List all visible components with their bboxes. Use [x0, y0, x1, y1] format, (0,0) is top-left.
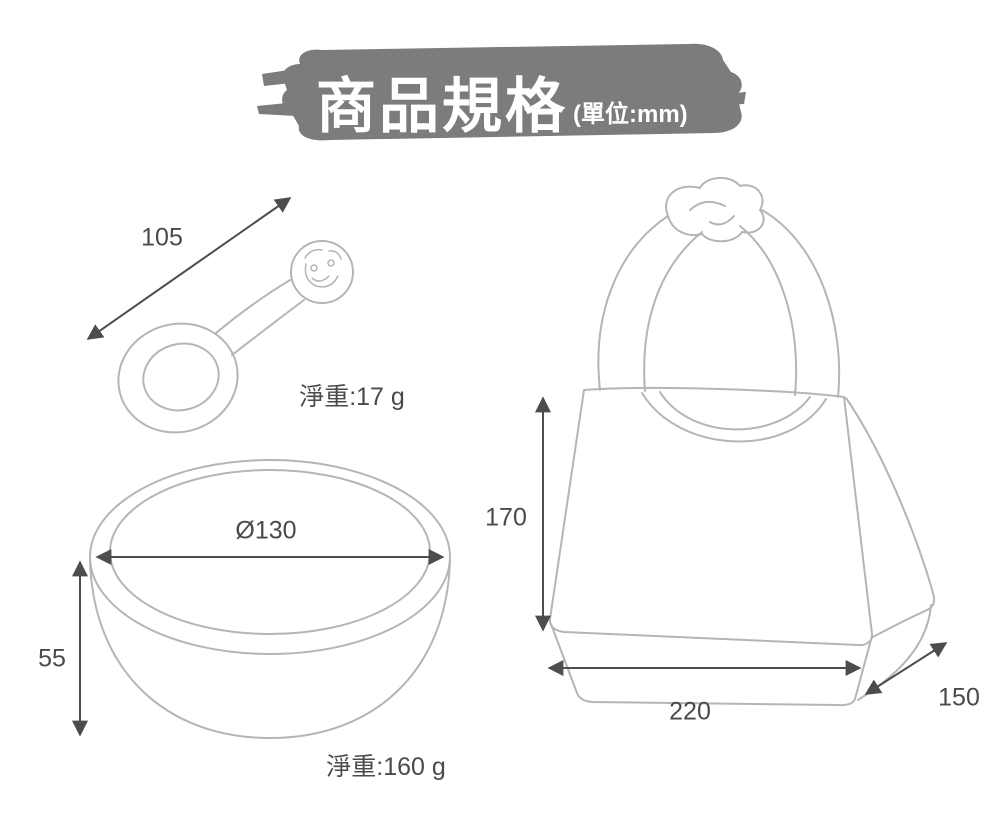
bag-depth-label: 150	[938, 683, 980, 712]
brush-banner	[257, 43, 746, 141]
spoon-length-label: 105	[141, 223, 183, 252]
spoon-length-arrow	[86, 197, 292, 340]
bowl-rim-inner	[109, 469, 431, 635]
bag-height-label: 170	[485, 503, 527, 532]
rice-bowl-illustration	[89, 459, 451, 739]
bag-knot-detail-1	[689, 200, 726, 211]
bag-left-handle-outer	[597, 215, 669, 391]
bag-depth-arrow	[864, 642, 948, 695]
bag-right-handle-outer	[761, 209, 841, 398]
unit-label: (單位:mm)	[573, 101, 688, 128]
bowl-rim-outer	[89, 459, 451, 655]
spoon-character-face	[304, 248, 342, 288]
banner-main-stroke	[282, 43, 742, 141]
spoon-weight-label: 淨重:17 g	[299, 383, 405, 411]
spoon-bowl-inner	[142, 342, 220, 412]
page-title: 商品規格	[316, 73, 568, 140]
bag-base-rear-edge	[857, 604, 932, 701]
bowl-body	[89, 559, 451, 739]
spoon-bowl-outer	[117, 322, 239, 434]
bowl-diameter-label: Ø130	[235, 516, 297, 545]
bag-side-panel	[845, 397, 936, 638]
spoon-illustration	[117, 240, 354, 434]
bag-handle-knot	[665, 177, 765, 243]
bag-opening-arc-outer	[641, 392, 827, 443]
banner-left-streak-2	[257, 102, 297, 116]
bag-front-panel	[548, 386, 874, 647]
bag-width-label: 220	[669, 697, 711, 726]
spoon-handle-edge-top	[215, 279, 291, 334]
bowl-weight-label: 淨重:160 g	[326, 753, 446, 781]
bag-right-handle-inner	[739, 225, 798, 396]
banner-left-streak-1	[262, 68, 302, 86]
bag-left-handle-inner	[643, 231, 703, 392]
banner-right-streak	[723, 92, 746, 105]
lunch-bag-illustration	[548, 177, 936, 707]
spoon-handle-edge-bottom	[231, 299, 305, 356]
dimension-arrows	[72, 197, 948, 737]
bag-knot-detail-2	[709, 215, 735, 226]
bag-opening-arc-inner	[659, 391, 811, 431]
bowl-height-label: 55	[38, 644, 66, 673]
bag-base	[550, 623, 873, 707]
